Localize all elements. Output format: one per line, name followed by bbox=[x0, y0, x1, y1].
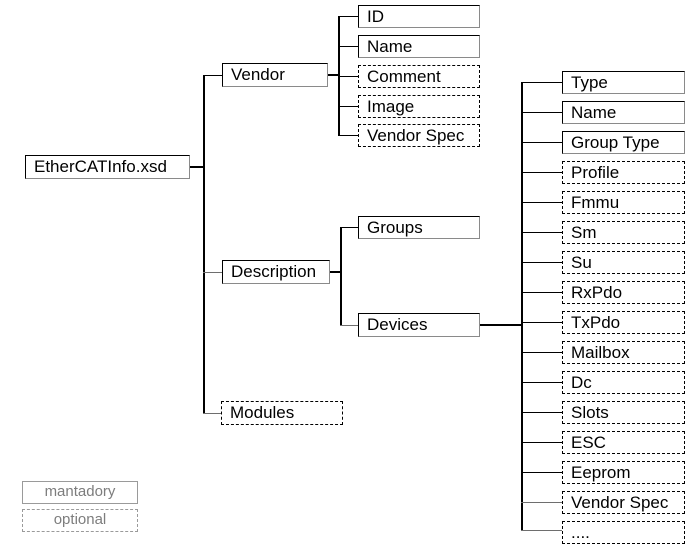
node-devices[interactable]: Devices bbox=[358, 313, 480, 337]
node-label: Slots bbox=[571, 403, 609, 422]
node-root-ethercatinfo[interactable]: EtherCATInfo.xsd bbox=[25, 155, 190, 179]
connector-devices-to-profile bbox=[521, 172, 562, 173]
node-description[interactable]: Description bbox=[222, 260, 330, 284]
connector-vendor-to-id bbox=[338, 16, 358, 17]
connector-devices-to-type bbox=[521, 82, 562, 83]
node-label: Name bbox=[367, 37, 413, 56]
connector-devices-to-txpdo bbox=[521, 322, 562, 323]
connector-devices-to-fmmu bbox=[521, 202, 562, 203]
node-groups[interactable]: Groups bbox=[358, 216, 480, 239]
node-label: .... bbox=[571, 523, 590, 542]
connector-root-trunk bbox=[203, 75, 205, 414]
connector-devices-stub bbox=[480, 324, 522, 326]
node-device-profile[interactable]: Profile bbox=[562, 161, 685, 184]
node-vendor-image[interactable]: Image bbox=[358, 95, 480, 118]
node-device-dc[interactable]: Dc bbox=[562, 371, 685, 394]
node-modules[interactable]: Modules bbox=[221, 401, 343, 425]
node-device-vendor-spec[interactable]: Vendor Spec bbox=[562, 491, 685, 514]
node-label: Devices bbox=[367, 315, 428, 334]
node-label: Vendor Spec bbox=[571, 493, 669, 512]
connector-devices-to-slots bbox=[521, 412, 562, 413]
connector-root-to-modules bbox=[203, 413, 222, 414]
node-label: Image bbox=[367, 97, 415, 116]
node-label: Description bbox=[231, 262, 317, 281]
connector-devices-trunk bbox=[521, 82, 523, 530]
node-device-eeprom[interactable]: Eeprom bbox=[562, 461, 685, 484]
node-label: Comment bbox=[367, 67, 441, 86]
node-device-mailbox[interactable]: Mailbox bbox=[562, 341, 685, 364]
connector-vendor-stub bbox=[328, 74, 339, 76]
connector-vendor-to-comment bbox=[338, 76, 358, 77]
node-vendor-vendor-spec[interactable]: Vendor Spec bbox=[358, 124, 480, 147]
legend-mandatory: mantadory bbox=[22, 481, 138, 504]
connector-devices-to-name bbox=[521, 112, 562, 113]
connector-devices-to-vendor-spec bbox=[521, 502, 562, 503]
node-vendor-id[interactable]: ID bbox=[358, 5, 480, 28]
connector-devices-to-dc bbox=[521, 382, 562, 383]
connector-vendor-to-image bbox=[338, 106, 358, 107]
node-label: EtherCATInfo.xsd bbox=[34, 157, 167, 176]
node-device-txpdo[interactable]: TxPdo bbox=[562, 311, 685, 334]
connector-devices-to-group-type bbox=[521, 142, 562, 143]
connector-root-to-description bbox=[203, 272, 223, 273]
node-label: Group Type bbox=[571, 133, 660, 152]
legend-label: optional bbox=[53, 511, 107, 528]
node-device-group-type[interactable]: Group Type bbox=[562, 131, 685, 154]
connector-root-to-vendor bbox=[203, 75, 223, 76]
connector-description-to-devices bbox=[340, 325, 359, 326]
node-device-type[interactable]: Type bbox=[562, 71, 685, 94]
connector-devices-to-sm bbox=[521, 232, 562, 233]
legend-label: mantadory bbox=[44, 483, 116, 500]
node-label: Profile bbox=[571, 163, 620, 182]
node-label: Vendor Spec bbox=[367, 126, 465, 145]
node-label: Modules bbox=[230, 403, 295, 422]
node-label: Eeprom bbox=[571, 463, 631, 482]
node-device-name[interactable]: Name bbox=[562, 101, 685, 124]
node-device-esc[interactable]: ESC bbox=[562, 431, 685, 454]
node-label: Mailbox bbox=[571, 343, 630, 362]
connector-vendor-to-vendorspec bbox=[338, 135, 358, 136]
connector-devices-to-esc bbox=[521, 442, 562, 443]
node-label: Groups bbox=[367, 218, 423, 237]
legend-optional: optional bbox=[22, 509, 138, 532]
node-label: Sm bbox=[571, 223, 597, 242]
node-label: ESC bbox=[571, 433, 606, 452]
node-device-rxpdo[interactable]: RxPdo bbox=[562, 281, 685, 304]
connector-root-stub bbox=[190, 166, 204, 168]
node-label: Dc bbox=[571, 373, 592, 392]
connector-description-trunk bbox=[340, 227, 342, 325]
node-vendor[interactable]: Vendor bbox=[222, 63, 328, 87]
node-label: RxPdo bbox=[571, 283, 623, 302]
connector-devices-to-rxpdo bbox=[521, 292, 562, 293]
connector-vendor-to-name bbox=[338, 46, 358, 47]
connector-description-to-groups bbox=[340, 227, 359, 228]
node-device-su[interactable]: Su bbox=[562, 251, 685, 274]
node-device-ellipsis[interactable]: .... bbox=[562, 521, 685, 544]
node-label: Name bbox=[571, 103, 617, 122]
node-device-fmmu[interactable]: Fmmu bbox=[562, 191, 685, 214]
connector-devices-to-su bbox=[521, 262, 562, 263]
connector-devices-to-ellipsis bbox=[521, 530, 562, 531]
node-label: Type bbox=[571, 73, 608, 92]
connector-vendor-trunk bbox=[338, 16, 340, 135]
node-label: Fmmu bbox=[571, 193, 620, 212]
node-label: ID bbox=[367, 7, 384, 26]
node-device-slots[interactable]: Slots bbox=[562, 401, 685, 424]
node-vendor-name[interactable]: Name bbox=[358, 35, 480, 58]
node-device-sm[interactable]: Sm bbox=[562, 221, 685, 244]
node-vendor-comment[interactable]: Comment bbox=[358, 65, 480, 88]
node-label: Vendor bbox=[231, 65, 285, 84]
node-label: Su bbox=[571, 253, 592, 272]
connector-description-stub bbox=[330, 271, 341, 273]
node-label: TxPdo bbox=[571, 313, 621, 332]
connector-devices-to-eeprom bbox=[521, 472, 562, 473]
connector-devices-to-mailbox bbox=[521, 352, 562, 353]
